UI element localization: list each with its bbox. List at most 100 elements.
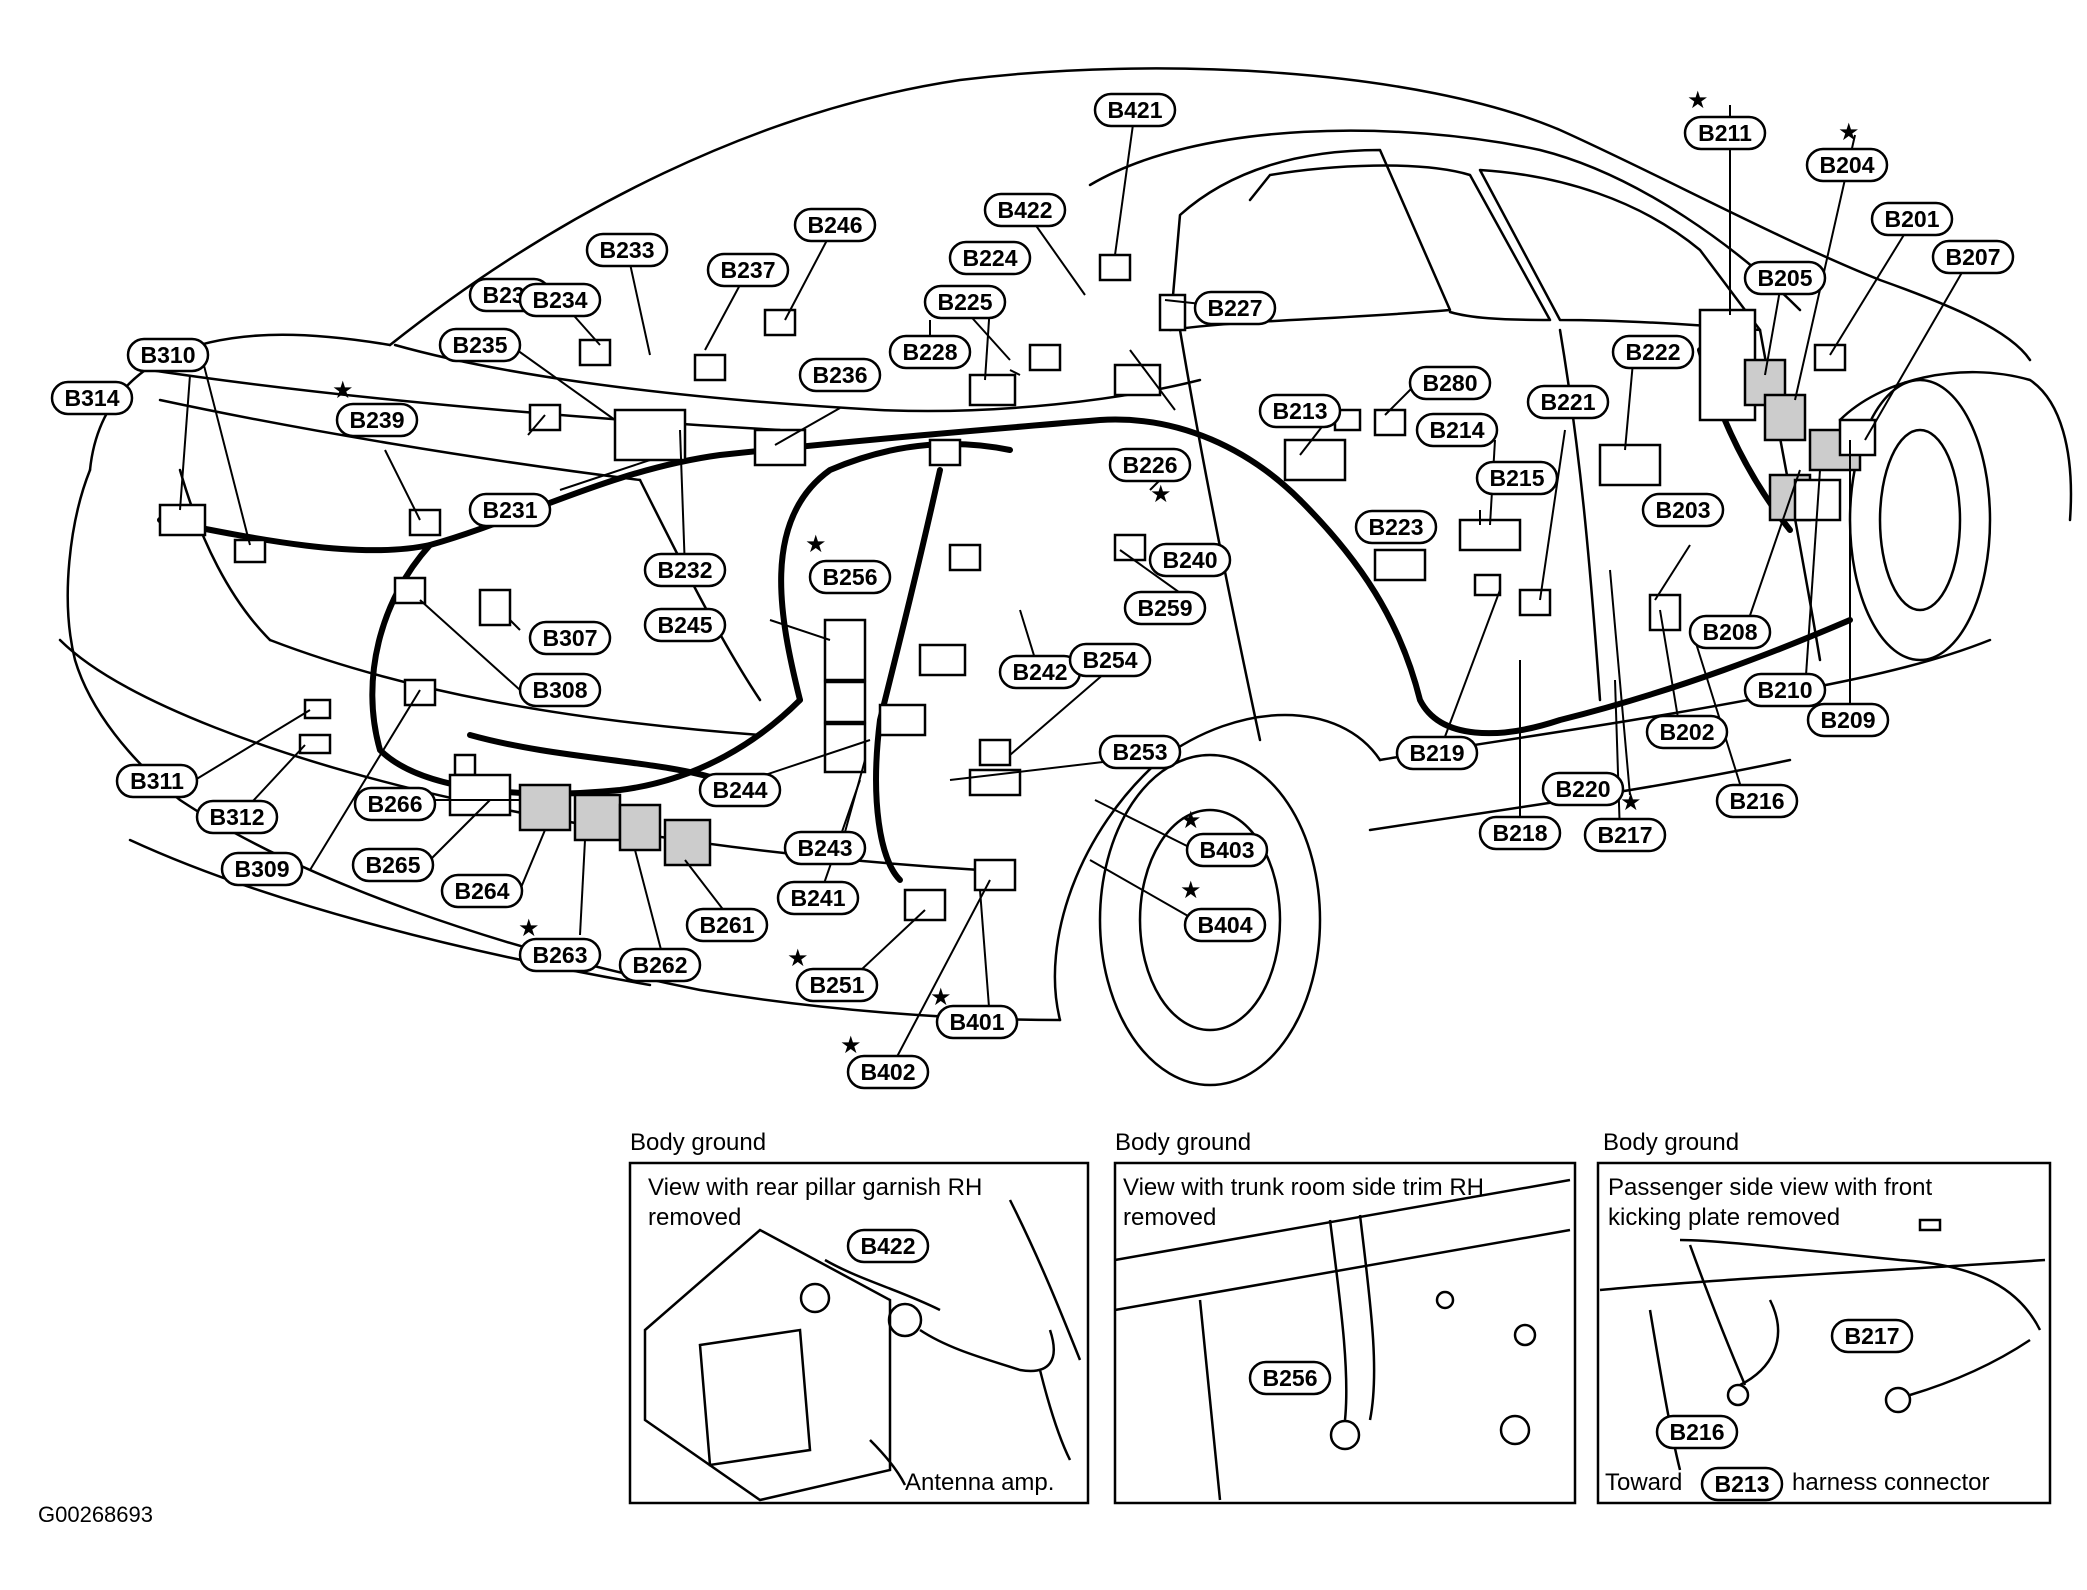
inset-title: Body ground (630, 1129, 766, 1156)
inset-illustration (1114, 1178, 1571, 1501)
connector-body (1028, 343, 1062, 372)
connector-body (918, 643, 967, 677)
connector-label-text: B264 (455, 878, 510, 904)
connector-body (978, 738, 1012, 767)
connector-label-text: B216 (1730, 788, 1785, 814)
connector-label-b235: B235 (438, 327, 522, 363)
connector-label-text: B311 (130, 768, 184, 794)
connector-label-text: B309 (235, 856, 290, 882)
connector-label-text: B263 (533, 942, 588, 968)
connector-body (578, 338, 612, 367)
inset-note-line2: kicking plate removed (1608, 1204, 1840, 1231)
connector-body (408, 508, 442, 537)
star-marker: ★ (930, 983, 952, 1011)
connector-label-b227: B227 (1193, 290, 1277, 326)
star-marker: ★ (332, 376, 354, 404)
connector-body (663, 818, 712, 867)
connector-label-text: B403 (1200, 837, 1255, 863)
connector-label-text: B253 (1113, 739, 1168, 765)
connector-label-b312: B312 (195, 799, 279, 835)
connector-body (1598, 443, 1662, 487)
connector-body (453, 753, 477, 777)
inset-frame (1596, 1161, 2052, 1505)
connector-body (1373, 408, 1407, 437)
star-marker: ★ (1150, 480, 1172, 508)
inset-note-line1: View with trunk room side trim RH (1123, 1174, 1484, 1201)
connector-label-text: B237 (721, 257, 776, 283)
connector-label-text: B251 (810, 972, 865, 998)
connector-label-b307: B307 (528, 620, 612, 656)
inset-caption: Antenna amp. (905, 1469, 1054, 1496)
connector-label-b246: B246 (793, 207, 877, 243)
connector-body (1373, 548, 1427, 582)
connector-label-b220: B220 (1541, 771, 1625, 807)
star-marker: ★ (787, 944, 809, 972)
connector-label-b241: B241 (776, 880, 860, 916)
connector-label-b266: B266 (353, 786, 437, 822)
connector-body (823, 680, 867, 724)
connector-label-b224: B224 (948, 240, 1032, 276)
inset-note-line1: Passenger side view with front (1608, 1174, 1932, 1201)
connector-label-b259: B259 (1123, 590, 1207, 626)
connector-label-text: B239 (350, 407, 405, 433)
connector-label-text: B421 (1108, 97, 1163, 123)
connector-body (1473, 573, 1502, 597)
connector-label-text: B244 (713, 777, 768, 803)
connector-body (903, 888, 947, 922)
connector-body (1813, 343, 1847, 372)
connector-label-text: B224 (963, 245, 1018, 271)
connector-label-b254: B254 (1068, 642, 1152, 678)
inset-rear-pillar: Body ground View with rear pillar garnis… (628, 1129, 1090, 1505)
connector-body (823, 618, 867, 682)
connector-label-text: B214 (1430, 417, 1485, 443)
connector-label: B216 (1655, 1414, 1739, 1450)
connector-label-text: B226 (1123, 452, 1178, 478)
svg-text:B217: B217 (1845, 1323, 1900, 1349)
svg-text:B216: B216 (1670, 1419, 1725, 1445)
connector-label-b233: B233 (585, 232, 669, 268)
connector-label-text: B404 (1198, 912, 1253, 938)
inset-trunk-trim: Body ground View with trunk room side tr… (1113, 1129, 1577, 1505)
connector-body (693, 353, 727, 382)
connector-body (968, 373, 1017, 407)
connector-label-text: B205 (1758, 265, 1813, 291)
connector-label-b215: B215 (1475, 460, 1559, 496)
connector-label-text: B233 (600, 237, 655, 263)
connector-label-text: B202 (1660, 719, 1715, 745)
connector-body (618, 803, 662, 852)
connector-label: B422 (846, 1228, 930, 1264)
connector-body (298, 733, 332, 755)
connector-label-b404: B404 (1183, 907, 1267, 943)
connector-label-b310: B310 (126, 337, 210, 373)
connector-body (393, 576, 427, 605)
inset-note-line1: View with rear pillar garnish RH (648, 1174, 982, 1201)
connector-label-text: B228 (903, 339, 958, 365)
inset-frame (628, 1161, 1090, 1505)
inset-kicking-plate: Body ground Passenger side view with fro… (1596, 1129, 2052, 1505)
svg-text:B422: B422 (861, 1233, 916, 1259)
connector-label-text: B308 (533, 677, 588, 703)
connector-body (403, 678, 437, 707)
connector-body (763, 308, 797, 337)
connector-body (1283, 438, 1347, 482)
car-body-outline (58, 67, 2073, 1087)
connector-label-text: B203 (1656, 497, 1711, 523)
connector-body (753, 428, 807, 467)
connector-label-b311: B311 (115, 763, 199, 799)
connector-label-text: B201 (1885, 206, 1940, 232)
inset-caption-prefix: Toward (1605, 1469, 1682, 1496)
connector-label-text: B223 (1369, 514, 1424, 540)
connector-label-b265: B265 (351, 847, 435, 883)
connector-body (948, 543, 982, 572)
star-marker: ★ (1620, 788, 1642, 816)
connector-label-b228: B228 (888, 334, 972, 370)
connector-body (303, 698, 332, 720)
connector-label-b253: B253 (1098, 734, 1182, 770)
connector-label-b204: B204 (1805, 147, 1889, 183)
connector-label: B213 (1700, 1466, 1784, 1502)
connector-label-text: B227 (1208, 295, 1263, 321)
connector-label-b263: B263 (518, 937, 602, 973)
connector-label-b240: B240 (1148, 542, 1232, 578)
connector-label-b222: B222 (1611, 334, 1695, 370)
connector-label-text: B213 (1273, 398, 1328, 424)
